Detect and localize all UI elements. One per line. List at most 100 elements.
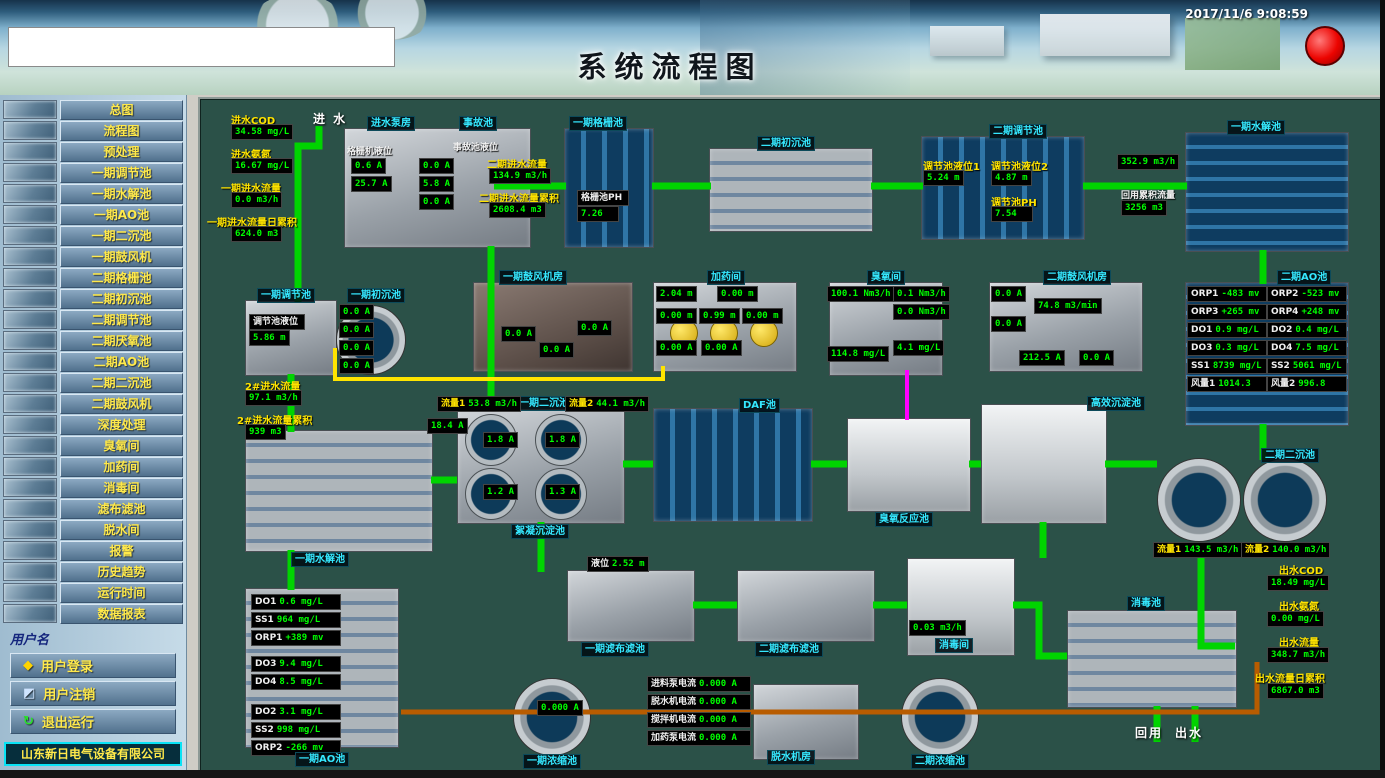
sidebar-item-24[interactable]: 运行时间 [0, 582, 186, 603]
ao2-metric-value: 8739 mg/L [1212, 361, 1262, 371]
dosing-level: 0.00 m [717, 286, 758, 302]
ozone-flow: 100.1 Nm3/h [827, 286, 895, 302]
nav-item-label: 二期调节池 [60, 309, 183, 330]
blower1-current: 0.0 A [539, 342, 575, 358]
sidebar-item-21[interactable]: 脱水间 [0, 519, 186, 540]
sidebar-item-4[interactable]: 一期调节池 [0, 162, 186, 183]
grid-ph-value: 7.26 [577, 206, 619, 222]
hydrolysis-1-top-block[interactable] [1185, 132, 1349, 252]
ao1-metric-value: 3.1 mg/L [279, 707, 323, 717]
outlet-cod-value: 18.49 mg/L [1267, 575, 1330, 591]
inlet-cod-label: 进水COD [231, 116, 276, 127]
sidebar-item-18[interactable]: 加药间 [0, 456, 186, 477]
sidebar-item-2[interactable]: 流程图 [0, 120, 186, 141]
pump-current: 0.0 A [419, 158, 455, 174]
sidebar-item-9[interactable]: 二期格栅池 [0, 267, 186, 288]
filter-level-value: 2.52 m [612, 559, 645, 569]
thickener-1-tank[interactable] [513, 678, 591, 756]
flow2-total-label: 2#进水流量累积 [237, 416, 313, 427]
logout-button[interactable]: ◩ 用户注销 [10, 681, 176, 706]
ao1-metric-label: DO4 [255, 677, 277, 687]
high-eff-sed-block[interactable] [981, 404, 1107, 524]
pump-current: 0.6 A [351, 158, 387, 174]
ao2-metric-value: 5061 mg/L [1292, 361, 1342, 371]
logout-label: 用户注销 [43, 688, 96, 703]
reuse-label: 回用 [1135, 726, 1164, 740]
ao2-metric: ORP2-523 mv [1267, 286, 1347, 302]
login-button[interactable]: ◆ 用户登录 [10, 653, 176, 678]
reg2-lv1-value: 5.24 m [923, 170, 964, 186]
disinfect-tank-block[interactable] [1067, 610, 1237, 708]
ao2-metric-value: 7.5 mg/L [1295, 343, 1339, 353]
floc-current: 1.2 A [483, 484, 519, 500]
ao-2-tag: 二期AO池 [1277, 270, 1332, 285]
sidebar-item-14[interactable]: 二期二沉池 [0, 372, 186, 393]
sidebar-item-8[interactable]: 一期鼓风机 [0, 246, 186, 267]
sidebar-item-20[interactable]: 滤布滤池 [0, 498, 186, 519]
reg2-lv1-label: 调节池液位1 [923, 162, 980, 173]
reg2-ph-value: 7.54 [991, 206, 1033, 222]
sidebar-item-22[interactable]: 报警 [0, 540, 186, 561]
sidebar-item-25[interactable]: 数据报表 [0, 603, 186, 624]
nav-thumb-icon [3, 520, 57, 539]
floc-current: 1.8 A [545, 432, 581, 448]
thickener-2-tank[interactable] [901, 678, 979, 756]
alarm-indicator-light[interactable] [1305, 26, 1345, 66]
company-name: 山东新日电气设备有限公司 [4, 742, 182, 766]
sidebar-item-6[interactable]: 一期AO池 [0, 204, 186, 225]
sidebar-item-7[interactable]: 一期二沉池 [0, 225, 186, 246]
sidebar-item-3[interactable]: 预处理 [0, 141, 186, 162]
ozone-conc: 4.1 mg/L [893, 340, 945, 356]
nav-thumb-icon [3, 478, 57, 497]
yellow-pipe [333, 348, 665, 381]
sidebar-item-15[interactable]: 二期鼓风机 [0, 393, 186, 414]
key-icon: ◆ [23, 658, 33, 673]
nav-thumb-icon [3, 100, 57, 119]
pump-current: 25.7 A [351, 176, 392, 192]
blower-1-tag: 一期鼓风机房 [499, 270, 567, 285]
outlet-flow-value: 348.7 m3/h [1267, 647, 1330, 663]
pump-current: 0.0 A [419, 194, 455, 210]
sidebar-item-23[interactable]: 历史趋势 [0, 561, 186, 582]
sed1-current: 0.0 A [339, 304, 375, 320]
nav-item-label: 一期鼓风机 [60, 246, 183, 267]
ao2-metric-value: 1014.3 [1218, 379, 1251, 389]
daf-tag: DAF池 [739, 398, 780, 413]
filter-1-tag: 一期滤布滤池 [581, 642, 649, 657]
ao2-metric-label: ORP4 [1271, 307, 1299, 317]
secondary-sed-2-tank-1[interactable] [1157, 458, 1241, 542]
exit-button[interactable]: ↻ 退出运行 [10, 709, 176, 734]
sidebar-item-19[interactable]: 消毒间 [0, 477, 186, 498]
inlet-flow-label: 一期进水流量 [221, 184, 281, 195]
blower1-current: 0.0 A [501, 326, 537, 342]
sidebar-item-13[interactable]: 二期AO池 [0, 351, 186, 372]
floc-flow2-value: 44.1 m3/h [596, 399, 646, 409]
nav-item-label: 预处理 [60, 141, 183, 162]
sidebar-item-10[interactable]: 二期初沉池 [0, 288, 186, 309]
sidebar-item-11[interactable]: 二期调节池 [0, 309, 186, 330]
disinfect-room-tag: 消毒间 [935, 638, 973, 653]
sidebar-item-16[interactable]: 深度处理 [0, 414, 186, 435]
ao-1-tag: 一期AO池 [295, 752, 350, 767]
hydrolysis-1-bottom-block[interactable] [245, 430, 433, 552]
green-pipes [287, 126, 1267, 742]
sidebar-item-5[interactable]: 一期水解池 [0, 183, 186, 204]
sidebar-item-1[interactable]: 总图 [0, 99, 186, 120]
dewater-metric-label: 进料泵电流 [651, 679, 697, 689]
inlet-total-label: 一期进水流量日累积 [207, 218, 297, 229]
ao2-metric-value: -483 mv [1221, 289, 1260, 299]
secondary-sed-2-tank-2[interactable] [1243, 458, 1327, 542]
nav-item-label: 深度处理 [60, 414, 183, 435]
sidebar-item-17[interactable]: 臭氧间 [0, 435, 186, 456]
ao1-metric-label: DO3 [255, 659, 277, 669]
ao2-metric-value: +248 mv [1301, 307, 1340, 317]
sidebar-item-12[interactable]: 二期厌氧池 [0, 330, 186, 351]
ozone-reactor-block[interactable] [847, 418, 971, 512]
filter-2-block[interactable] [737, 570, 875, 642]
